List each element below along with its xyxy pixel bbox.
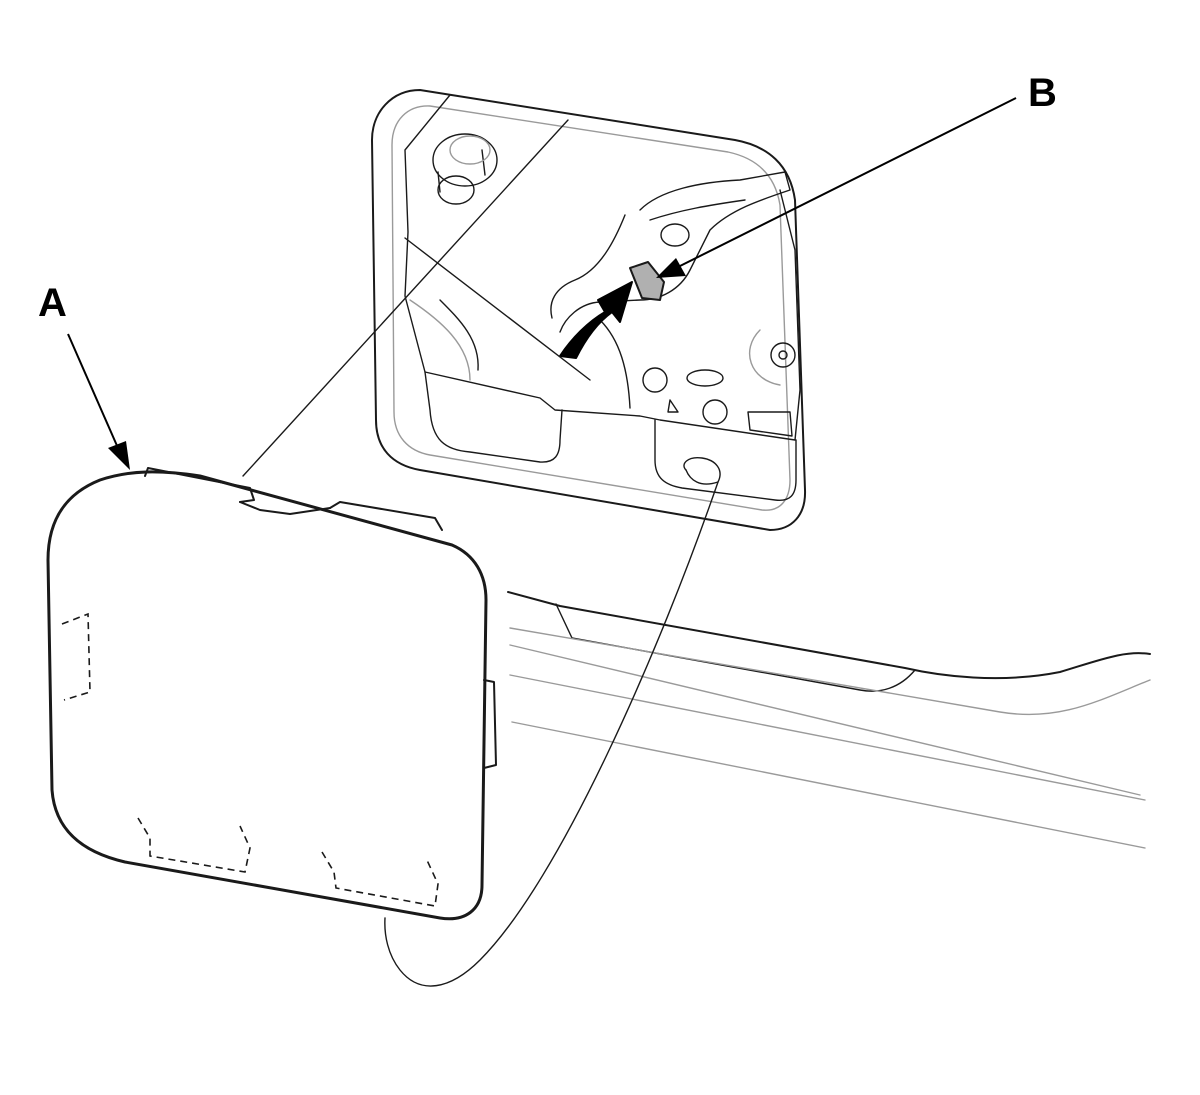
callout-a-arrowhead [108,441,130,470]
body-panel [507,591,1151,849]
tether-cord [384,456,721,987]
component-b-tab [629,261,665,301]
alignment-line [242,119,569,477]
callout-b-label: B [1028,71,1057,115]
alignment-line-2 [404,237,591,381]
push-direction-arrow [559,281,633,359]
callout-a: A [38,281,130,470]
fuel-lid [46,467,497,921]
callout-b-arrowhead [656,258,686,278]
fuel-filler-housing [371,89,807,531]
callout-b: B [656,71,1057,278]
callout-a-label: A [38,281,67,325]
